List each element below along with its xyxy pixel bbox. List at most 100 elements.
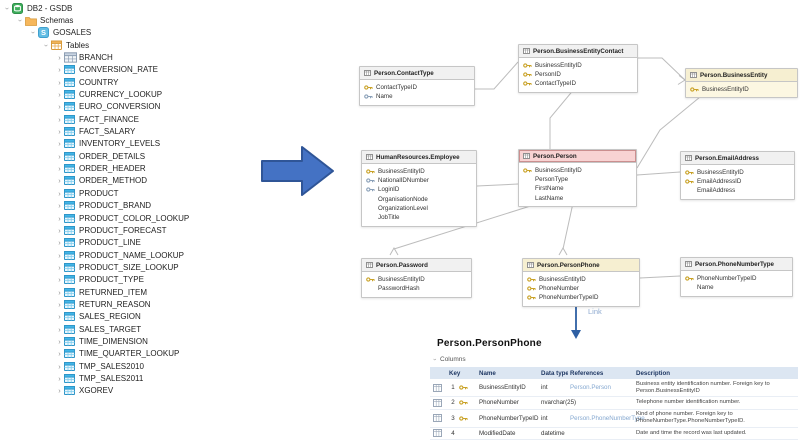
tree-item-time-dimension[interactable]: ›TIME_DIMENSION [0,335,250,347]
expand-chevron-icon[interactable]: › [58,386,61,396]
tree-item-sales-region[interactable]: ›SALES_REGION [0,311,250,323]
table-icon [64,201,77,211]
expand-chevron-icon[interactable]: › [58,262,61,272]
expand-chevron-icon[interactable]: › [58,250,61,260]
column-reference-link[interactable]: Person.PhoneNumberType [570,414,645,422]
tree-item-return-reason[interactable]: ›RETURN_REASON [0,298,250,310]
expand-chevron-icon[interactable]: › [58,65,61,75]
expand-chevron-icon[interactable]: › [58,127,61,137]
expand-chevron-icon[interactable]: › [58,53,61,63]
expand-chevron-icon[interactable]: › [58,164,61,174]
expand-chevron-icon[interactable]: › [58,373,61,383]
table-grid-icon [685,155,692,161]
tree-item-currency-lookup[interactable]: ›CURRENCY_LOOKUP [0,88,250,100]
expand-chevron-icon[interactable]: › [58,349,61,359]
table-icon [64,262,77,272]
tree-item-label: Tables [66,40,90,50]
expand-chevron-icon[interactable]: › [58,287,61,297]
tree-item-product-forecast[interactable]: ›PRODUCT_FORECAST [0,224,250,236]
tree-item-product-line[interactable]: ›PRODUCT_LINE [0,237,250,249]
primary-key-icon [366,276,375,283]
collapse-chevron-icon[interactable]: › [16,19,25,22]
expand-chevron-icon[interactable]: › [58,176,61,186]
tree-item-product[interactable]: ›PRODUCT [0,187,250,199]
tree-item-time-quarter-lookup[interactable]: ›TIME_QUARTER_LOOKUP [0,348,250,360]
table-grid-icon [685,261,692,267]
columns-grid: Key Name Data type References Descriptio… [430,367,798,440]
expand-chevron-icon[interactable]: › [58,213,61,223]
primary-key-icon [364,84,373,91]
tree-item-schemas[interactable]: ›Schemas [0,14,250,26]
primary-key-icon [459,399,468,406]
expand-chevron-icon[interactable]: › [58,139,61,149]
tree-item-inventory-levels[interactable]: ›INVENTORY_LEVELS [0,138,250,150]
tree-item-label: PRODUCT_TYPE [79,275,144,285]
tree-item-product-type[interactable]: › PRODUCT_TYPE [0,274,250,286]
tree-item-returned-item[interactable]: ›RETURNED_ITEM [0,286,250,298]
expand-chevron-icon[interactable]: › [58,238,61,248]
tree-item-product-name-lookup[interactable]: ›PRODUCT_NAME_LOOKUP [0,249,250,261]
tree-item-conversion-rate[interactable]: ›CONVERSION_RATE [0,64,250,76]
expand-chevron-icon[interactable]: › [58,336,61,346]
tree-item-tables[interactable]: › Tables [0,39,250,51]
tree-item-fact-salary[interactable]: ›FACT_SALARY [0,125,250,137]
expand-chevron-icon[interactable]: › [58,114,61,124]
tree-item-order-details[interactable]: ›ORDER_DETAILS [0,150,250,162]
entity-field: Name [360,92,474,101]
collapse-chevron-icon[interactable]: › [42,43,51,47]
expand-chevron-icon[interactable]: › [58,77,61,87]
tree-item-label: PRODUCT_BRAND [79,201,152,211]
tree-item-tmp-sales2011[interactable]: ›TMP_SALES2011 [0,372,250,384]
tree-item-tmp-sales2010[interactable]: ›TMP_SALES2010 [0,360,250,372]
expand-chevron-icon[interactable]: › [58,312,61,322]
table-icon [64,127,77,137]
collapse-chevron-icon[interactable]: › [3,6,12,10]
tree-item-fact-finance[interactable]: ›FACT_FINANCE [0,113,250,125]
tree-item-euro-conversion[interactable]: ›EURO_CONVERSION [0,101,250,113]
expand-chevron-icon[interactable]: › [58,188,61,198]
expand-chevron-icon[interactable]: › [58,324,61,334]
columns-section-toggle[interactable]: › Columns [430,355,798,364]
tree-item-product-brand[interactable]: › PRODUCT_BRAND [0,200,250,212]
tree-item-sales-target[interactable]: ›SALES_TARGET [0,323,250,335]
expand-chevron-icon[interactable]: › [58,201,61,211]
tree-item-order-method[interactable]: ›ORDER_METHOD [0,175,250,187]
tree-item-xgorev[interactable]: ›XGOREV [0,385,250,397]
expand-chevron-icon[interactable]: › [58,275,61,285]
column-ordinal: 4 [451,429,455,437]
tree-item-country[interactable]: ›COUNTRY [0,76,250,88]
tree-item-product-color-lookup[interactable]: ›PRODUCT_COLOR_LOOKUP [0,212,250,224]
expand-chevron-icon[interactable]: › [58,90,61,100]
expand-chevron-icon[interactable]: › [58,299,61,309]
column-reference-link[interactable]: Person.Person [570,384,611,391]
column-icon [430,413,447,423]
tree-item-product-size-lookup[interactable]: ›PRODUCT_SIZE_LOOKUP [0,261,250,273]
entity-title-bar: Person.Person [519,150,636,163]
expand-chevron-icon[interactable]: › [58,361,61,371]
tree-item-order-header[interactable]: ›ORDER_HEADER [0,162,250,174]
tree-item-branch[interactable]: ›BRANCH [0,51,250,63]
expand-chevron-icon[interactable]: › [58,225,61,235]
expand-chevron-icon[interactable]: › [58,151,61,161]
field-name: OrganizationLevel [378,204,428,212]
tree-item-db2-gsdb[interactable]: ›DB2 - GSDB [0,2,250,14]
collapse-chevron-icon[interactable]: › [29,31,38,35]
expand-chevron-icon[interactable]: › [58,102,61,112]
entity-field: LastName [519,193,636,202]
primary-key-icon [459,384,468,391]
